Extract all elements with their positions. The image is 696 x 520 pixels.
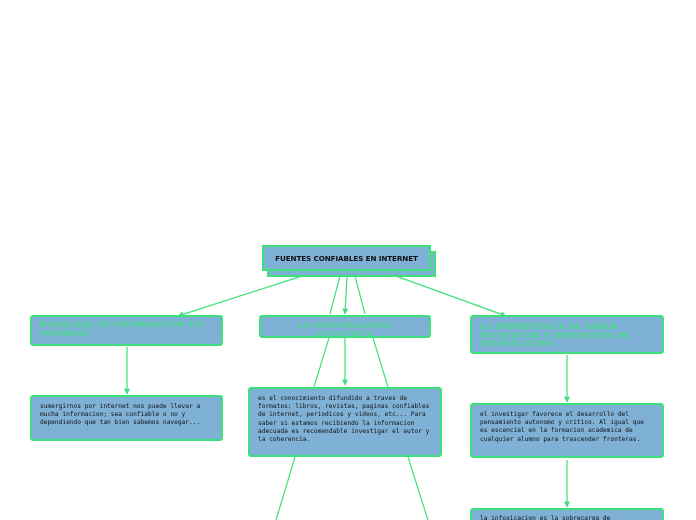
connector-root-center-a [342, 275, 349, 315]
root-node-label: FUENTES CONFIABLES EN INTERNET [275, 253, 418, 263]
center-text-label: es el conocimiento difundido a traves de… [258, 395, 430, 444]
right-title-label: LA IMPORTANCIA DE SABER INVESTIGAR Y DEF… [480, 322, 631, 348]
connector-root-right [395, 275, 507, 317]
center-title-label: LA INVESTIGACION CIENTIFICA [297, 321, 393, 338]
center-title-node[interactable]: LA INVESTIGACION CIENTIFICA [259, 315, 431, 338]
left-text-node[interactable]: sumergirnos por internet nos puede lleva… [30, 395, 223, 441]
center-text-node[interactable]: es el conocimiento difundido a traves de… [248, 387, 442, 457]
root-node[interactable]: FUENTES CONFIABLES EN INTERNET [262, 245, 431, 271]
right-text2-node[interactable]: la infoxicacion es la sobrecarga de [470, 508, 664, 520]
connector-center-down-a [275, 456, 296, 520]
connector-center-branch-b [372, 337, 389, 388]
left-text-label: sumergirnos por internet nos puede lleva… [40, 403, 201, 427]
connector-center-branch-a [313, 337, 330, 388]
right-title-node[interactable]: LA IMPORTANCIA DE SABER INVESTIGAR Y DEF… [470, 315, 664, 354]
left-title-label: BUSQUEDA DE INFORMACION EN INTERNET. [40, 320, 204, 338]
right-text-label: el investigar favorece el desarrollo del… [480, 411, 644, 443]
connector-root-left [177, 275, 303, 318]
right-text-node[interactable]: el investigar favorece el desarrollo del… [470, 403, 664, 458]
right-text2-label: la infoxicacion es la sobrecarga de [480, 515, 611, 520]
connector-root-center-b [329, 275, 341, 315]
connector-root-center-c [354, 275, 366, 315]
left-title-node[interactable]: BUSQUEDA DE INFORMACION EN INTERNET. [30, 315, 223, 346]
connector-center-down-b [407, 456, 429, 520]
